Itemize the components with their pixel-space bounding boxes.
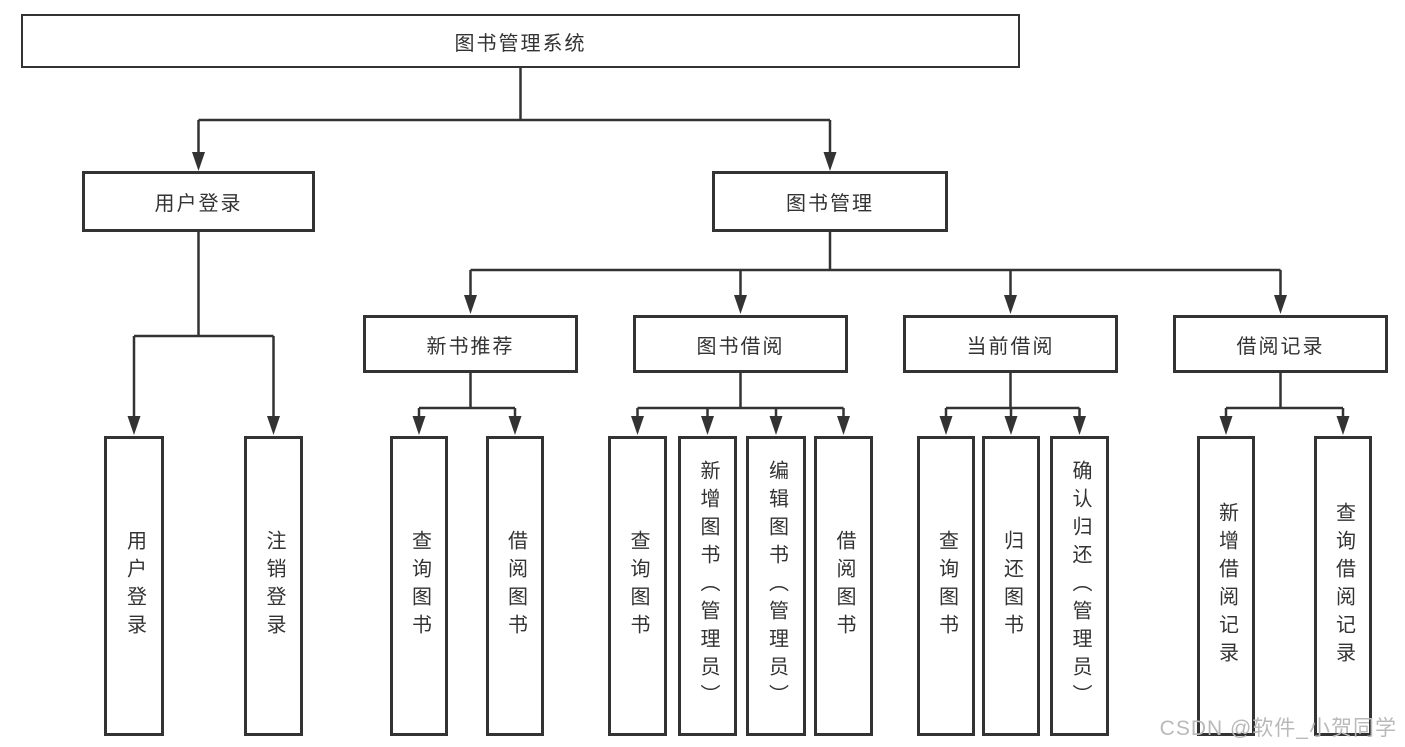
leaf-confirm-return-admin: 确认归还（管理员） [1050, 436, 1109, 736]
leaf-query-borrow-record-label: 查询借阅记录 [1332, 502, 1355, 670]
node-root: 图书管理系统 [21, 14, 1020, 68]
leaf-borrow-books-recommend: 借阅图书 [486, 436, 544, 736]
leaf-return-book: 归还图书 [982, 436, 1040, 736]
leaf-query-borrow-record: 查询借阅记录 [1314, 436, 1372, 736]
node-book-borrow: 图书借阅 [633, 315, 848, 373]
node-borrow-records: 借阅记录 [1173, 315, 1388, 373]
leaf-add-borrow-record: 新增借阅记录 [1197, 436, 1255, 736]
node-current-borrow-label: 当前借阅 [966, 335, 1055, 358]
node-book-borrow-label: 图书借阅 [696, 335, 785, 358]
leaf-query-books-current: 查询图书 [917, 436, 975, 736]
leaf-user-login: 用户登录 [104, 436, 164, 736]
node-new-book-recommend-label: 新书推荐 [426, 335, 515, 358]
leaf-query-books-current-label: 查询图书 [935, 530, 958, 642]
leaf-query-books-recommend: 查询图书 [390, 436, 448, 736]
node-borrow-records-label: 借阅记录 [1236, 335, 1325, 358]
node-user-login: 用户登录 [82, 171, 315, 232]
leaf-return-book-label: 归还图书 [1000, 530, 1023, 642]
leaf-edit-book-admin-label: 编辑图书（管理员） [765, 460, 788, 712]
leaf-add-book-admin-label: 新增图书（管理员） [697, 460, 719, 712]
node-root-label: 图书管理系统 [454, 32, 587, 55]
leaf-add-book-admin: 新增图书（管理员） [678, 436, 737, 736]
leaf-user-login-label: 用户登录 [123, 530, 146, 642]
node-user-login-label: 用户登录 [154, 193, 243, 215]
leaf-borrow-books-label: 借阅图书 [833, 530, 855, 642]
node-current-borrow: 当前借阅 [903, 315, 1118, 373]
leaf-logout-label: 注销登录 [263, 530, 285, 642]
leaf-edit-book-admin: 编辑图书（管理员） [746, 436, 806, 736]
leaf-add-borrow-record-label: 新增借阅记录 [1215, 502, 1238, 670]
leaf-borrow-books: 借阅图书 [814, 436, 873, 736]
leaf-confirm-return-admin-label: 确认归还（管理员） [1069, 460, 1091, 712]
arrowheads [127, 152, 1350, 435]
leaf-query-books-borrow: 查询图书 [608, 436, 667, 736]
node-book-management: 图书管理 [712, 171, 948, 232]
leaf-query-books-recommend-label: 查询图书 [408, 530, 431, 642]
leaf-logout: 注销登录 [244, 436, 303, 736]
leaf-borrow-books-recommend-label: 借阅图书 [504, 530, 527, 642]
watermark: CSDN @软件_小贺同学 [1159, 717, 1397, 740]
node-book-management-label: 图书管理 [786, 193, 874, 215]
node-new-book-recommend: 新书推荐 [363, 315, 578, 373]
leaf-query-books-borrow-label: 查询图书 [627, 530, 649, 642]
